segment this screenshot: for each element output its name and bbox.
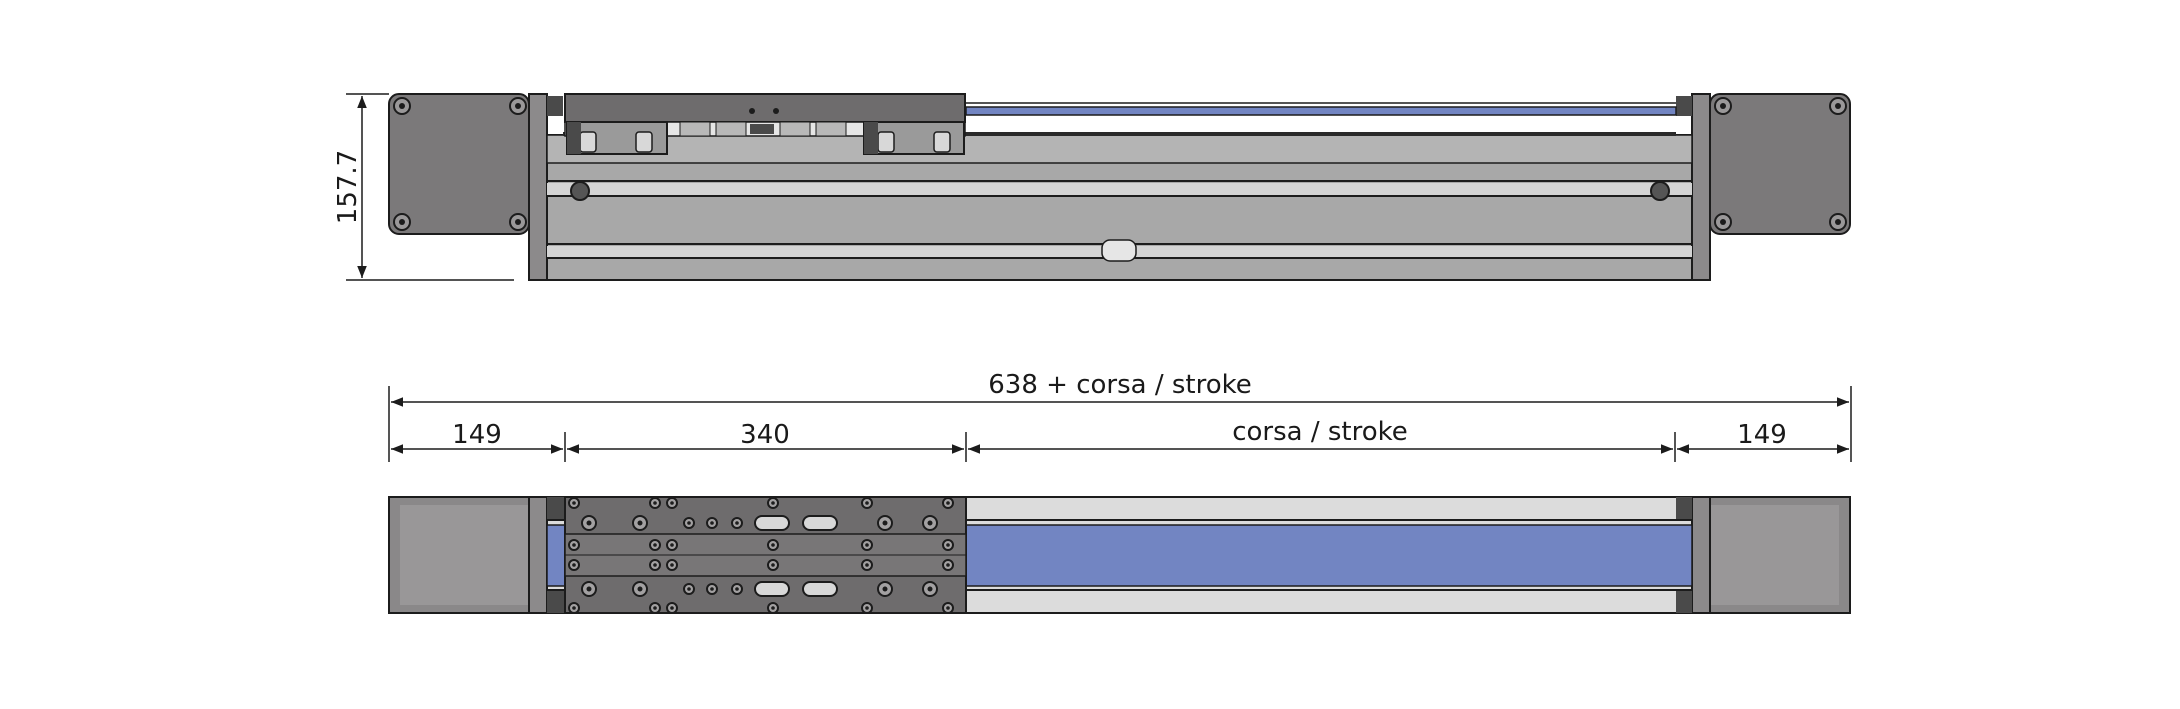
left-end-length-label: 149 — [452, 420, 502, 450]
slot-icon — [754, 581, 790, 597]
right-end-length-label: 149 — [1737, 420, 1787, 450]
profile-body — [546, 134, 1693, 281]
height-label: 157.7 — [333, 150, 363, 224]
carriage-side — [564, 93, 966, 155]
left-motor-plate — [388, 93, 530, 235]
height-dimension: 157.7 — [333, 93, 514, 281]
length-dimensions: 638 + corsa / stroke 149 340 corsa / str… — [388, 370, 1852, 462]
right-motor-plate — [1709, 93, 1851, 235]
side-view: 157.7 — [333, 93, 1851, 281]
carriage-plan — [564, 496, 967, 614]
plan-view — [388, 496, 1851, 614]
carriage-length-label: 340 — [740, 420, 790, 450]
overall-length-label: 638 + corsa / stroke — [988, 370, 1252, 400]
slot-icon — [802, 581, 838, 597]
slot-icon — [754, 515, 790, 531]
stroke-length-label: corsa / stroke — [1232, 417, 1408, 447]
slot-icon — [802, 515, 838, 531]
